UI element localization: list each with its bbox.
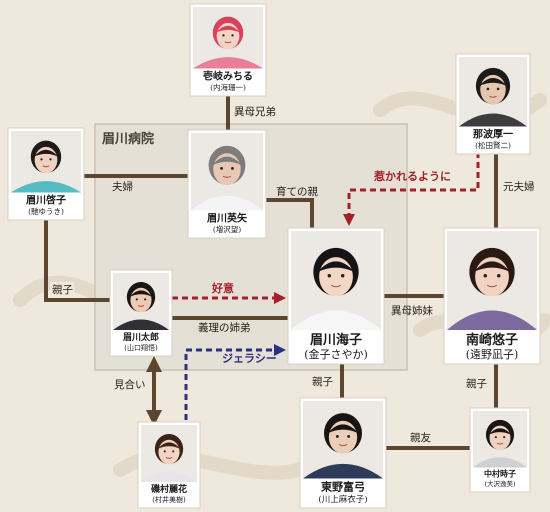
portrait-keiko — [11, 131, 81, 193]
label-hikareru: 惹かれるように — [374, 169, 451, 183]
label-ibo-kyodai: 異母兄弟 — [234, 106, 276, 118]
label-oyako-keiko-taro: 親子 — [52, 283, 73, 296]
label-oyako-yuko-tokiko: 親子 — [466, 377, 487, 390]
label-koui: 好意 — [211, 281, 234, 295]
portrait-eiya — [191, 133, 263, 211]
label-fufu: 夫婦 — [112, 181, 133, 193]
card-yuko: 南崎悠子(遠野凪子) — [443, 227, 541, 365]
actor-fumi: (川上麻衣子) — [318, 494, 367, 505]
actor-nasu: (松田賢二) — [475, 140, 511, 150]
card-reika: 磯村麗花(村井美樹) — [137, 421, 201, 509]
character-cards: 壱岐みちる(内海珊一) 眉川啓子(馳ゆうき) 眉川英矢(増沢望) 那波厚一(松田賢二)… — [7, 3, 541, 509]
label-ibo-shimai: 異母姉妹 — [391, 304, 433, 317]
dashed-arrows — [172, 152, 480, 420]
label-shinyu: 親友 — [410, 431, 431, 444]
card-fumi: 東野富弓(川上麻衣子) — [299, 397, 387, 509]
actor-umiko: (金子さやか) — [304, 347, 368, 361]
label-giri-no-shitei: 義理の姉弟 — [198, 321, 251, 334]
arrow-hikareru — [343, 152, 480, 226]
card-keiko: 眉川啓子(馳ゆうき) — [7, 127, 85, 221]
portrait-nasu — [459, 57, 527, 127]
actor-reika: (村井美樹) — [152, 495, 186, 504]
actor-eiya: (増沢望) — [213, 224, 241, 234]
portrait-umiko — [291, 231, 381, 330]
actor-tokiko: (大沢逸美) — [484, 479, 516, 488]
actor-ikishima: (内海珊一) — [210, 82, 246, 92]
actor-yuko: (遠野凪子) — [466, 348, 519, 361]
name-nasu: 那波厚一 — [473, 128, 513, 141]
name-yuko: 南崎悠子 — [466, 332, 518, 348]
portrait-fumi — [303, 401, 383, 479]
name-fumi: 東野富弓 — [321, 480, 365, 494]
label-sodate-no-oya: 育ての親 — [276, 185, 318, 198]
card-eiya: 眉川英矢(増沢望) — [187, 129, 267, 239]
card-nasu: 那波厚一(松田賢二) — [455, 53, 531, 155]
label-jealousy: ジェラシー — [222, 352, 277, 365]
label-miai: 見合い — [114, 378, 146, 391]
name-tokiko: 中村時子 — [484, 469, 516, 479]
connectors — [44, 92, 498, 450]
name-taro: 眉川太郎 — [123, 331, 159, 343]
line-eiya-umiko — [266, 198, 314, 228]
name-umiko: 眉川海子 — [310, 332, 362, 348]
card-ikishima: 壱岐みちる(内海珊一) — [189, 3, 267, 97]
hospital-label: 眉川病院 — [102, 131, 154, 147]
portrait-ikishima — [193, 7, 263, 69]
arrow-jealousy — [184, 344, 286, 420]
card-taro: 眉川太郎(山口翔悟) — [109, 269, 173, 357]
actor-taro: (山口翔悟) — [124, 343, 158, 352]
card-tokiko: 中村時子(大沢逸美) — [469, 407, 531, 493]
actor-keiko: (馳ゆうき) — [28, 206, 64, 216]
name-eiya: 眉川英矢 — [207, 212, 248, 225]
name-keiko: 眉川啓子 — [26, 194, 66, 207]
label-oyako-umiko-fumi: 親子 — [312, 375, 333, 388]
name-ikishima: 壱岐みちる — [203, 70, 253, 83]
portrait-tokiko — [473, 411, 527, 468]
portrait-taro — [113, 273, 169, 330]
card-umiko: 眉川海子(金子さやか) — [287, 227, 385, 365]
portrait-yuko — [447, 231, 537, 330]
portrait-reika — [141, 425, 197, 482]
name-reika: 磯村麗花 — [151, 483, 187, 495]
line-keiko-taro — [44, 196, 110, 302]
relation-labels: 異母兄弟 夫婦 育ての親 元夫婦 親子 義理の姉弟 異母姉妹 親子 見合い 親子… — [50, 104, 535, 444]
label-moto-fufu: 元夫婦 — [503, 181, 535, 193]
